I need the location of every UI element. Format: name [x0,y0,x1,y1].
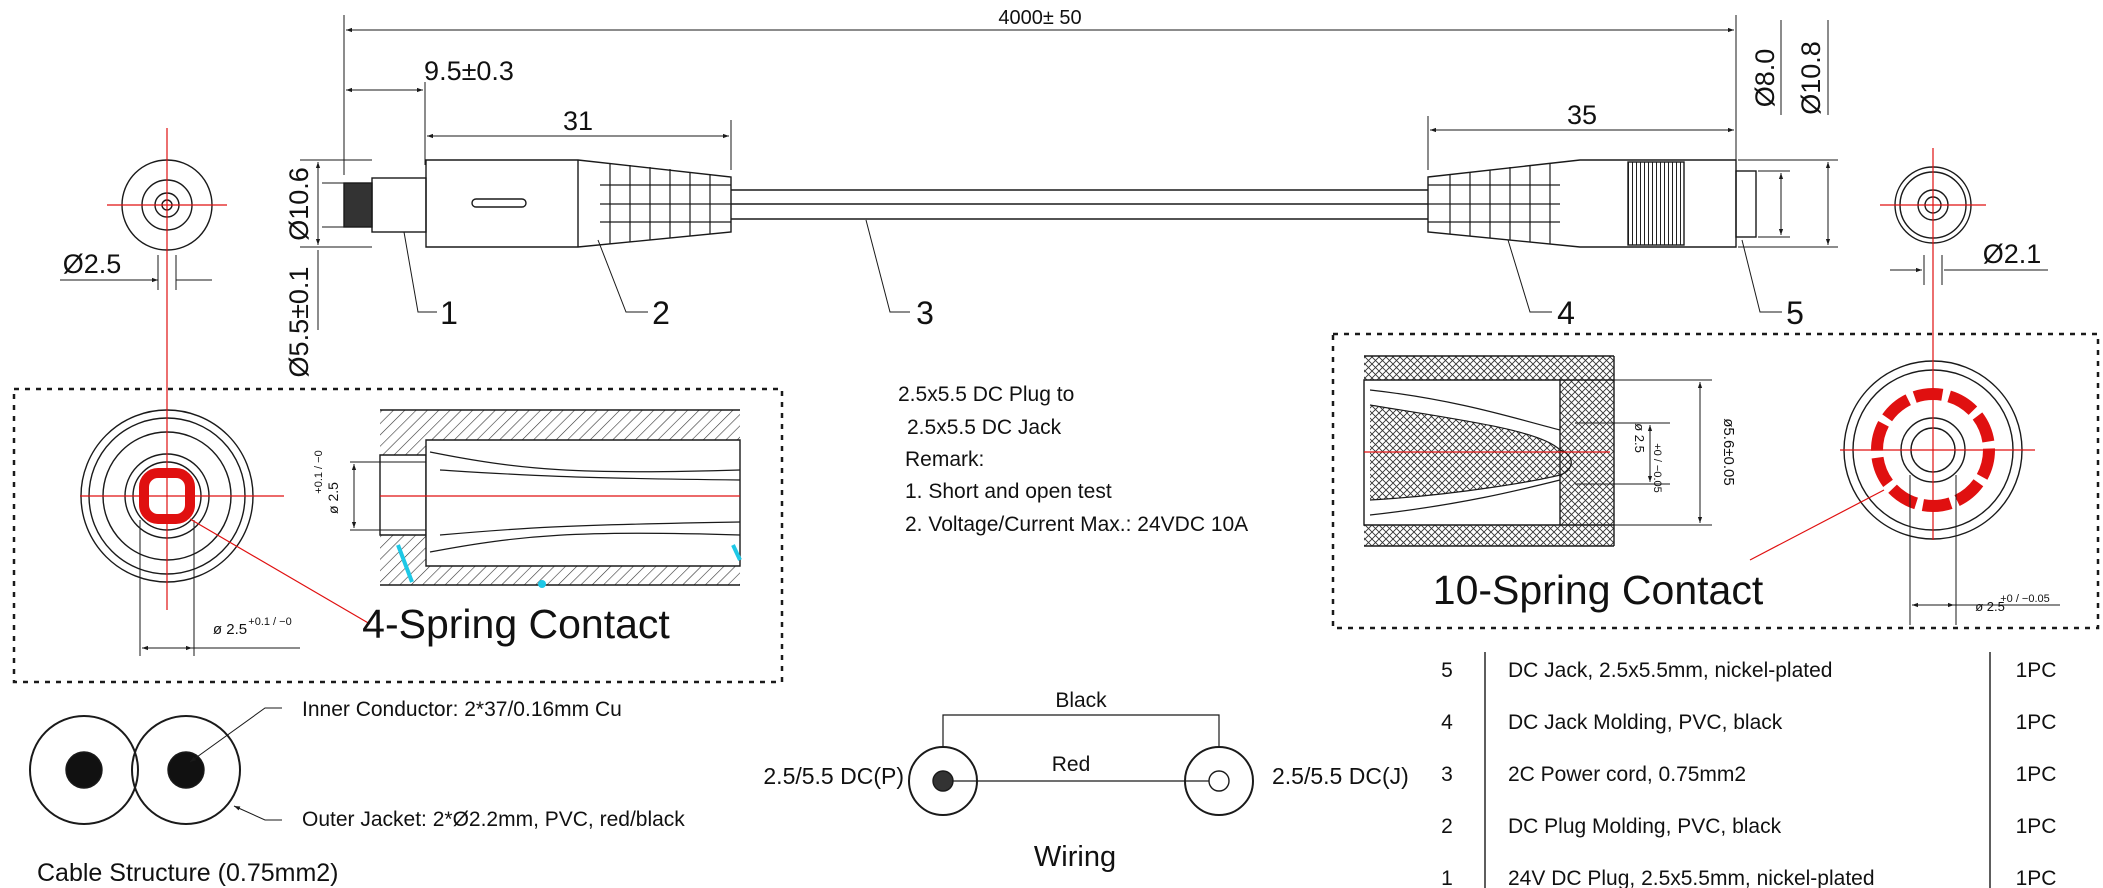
dim-jack-pin: Ø2.1 [1983,239,2042,269]
bom-row-number: 2 [1441,815,1453,838]
bom-row-number: 4 [1441,711,1453,734]
centerlines [80,128,2035,625]
note-line-5: 2. Voltage/Current Max.: 24VDC 10A [905,513,1248,536]
cable-inner-label: Inner Conductor: 2*37/0.16mm Cu [302,698,622,721]
dim-plug-barrel: Ø5.5±0.1 [284,267,314,378]
detail-left-dia-bottom: ø 2.5 [213,621,247,638]
callout-1: 1 [440,295,458,331]
bom-row-quantity: 1PC [2016,711,2057,734]
detail-left-dia-bottom-tol: +0.1 / −0 [248,616,291,628]
bom-row-number: 3 [1441,763,1453,786]
dim-plug-diameter: Ø10.6 [284,167,314,241]
dim-plug-tip-length: 9.5±0.3 [424,56,514,86]
detail-left-title: 4-Spring Contact [362,601,670,647]
bom-row-number: 5 [1441,659,1453,682]
note-line-2: 2.5x5.5 DC Jack [907,416,1062,439]
wiring-title: Wiring [1034,841,1116,873]
detail-right-dia-inner: ø 2.5 [1632,423,1647,453]
detail-left-dia-side: ø 2.5 [325,482,341,514]
cable-outer-label: Outer Jacket: 2*Ø2.2mm, PVC, red/black [302,808,685,831]
callout-3: 3 [916,295,934,331]
cable-title: Cable Structure (0.75mm2) [37,859,339,887]
bom-row-description: DC Jack, 2.5x5.5mm, nickel-plated [1508,659,1832,682]
bom-row-quantity: 1PC [2016,867,2057,888]
bom-row-description: 2C Power cord, 0.75mm2 [1508,763,1746,786]
wire-red-label: Red [1052,753,1091,776]
bom-row-description: DC Plug Molding, PVC, black [1508,815,1782,838]
bom-row-description: 24V DC Plug, 2.5x5.5mm, nickel-plated [1508,867,1875,888]
dim-plug-pin-hole: Ø2.5 [63,249,122,279]
detail-left-dia-side-tol: +0.1 / −0 [313,450,325,493]
wiring-right-end: 2.5/5.5 DC(J) [1272,763,1409,789]
bom-table [1484,652,1991,888]
note-line-1: 2.5x5.5 DC Plug to [898,383,1074,406]
wiring-left-end: 2.5/5.5 DC(P) [763,763,904,789]
cable-cross-section [29,707,282,825]
detail-right-dia-bottom-tol: +0 / −0.05 [2000,593,2050,605]
detail-right-dia-outer: ø5.6±0.05 [1720,418,1737,485]
callout-5: 5 [1786,295,1804,331]
bom-row-quantity: 1PC [2016,763,2057,786]
detail-right-title: 10-Spring Contact [1433,567,1764,613]
note-line-3: Remark: [905,448,984,471]
bom-row-quantity: 1PC [2016,659,2057,682]
callout-2: 2 [652,295,670,331]
dim-plug-molding-length: 31 [563,106,593,136]
dim-overall-length: 4000± 50 [998,7,1081,29]
labels: 4000± 50 9.5±0.3 31 35 Ø10.6 Ø5.5±0.1 Ø2… [37,7,2050,887]
detail-right-dia-bottom: ø 2.5 [1975,599,2005,614]
assembly-side-view [300,15,1838,330]
bom-row-description: DC Jack Molding, PVC, black [1508,711,1783,734]
dim-jack-inner: Ø8.0 [1750,49,1780,108]
wire-black-label: Black [1055,689,1107,712]
bom-row-number: 1 [1441,867,1453,888]
note-line-4: 1. Short and open test [905,480,1112,503]
dim-jack-molding-length: 35 [1567,100,1597,130]
wiring-diagram [908,714,1254,816]
bom-row-quantity: 1PC [2016,815,2057,838]
callout-4: 4 [1557,295,1575,331]
detail-4-spring [12,387,784,684]
dim-jack-outer: Ø10.8 [1796,41,1826,115]
detail-right-dia-inner-tol: +0 / −0.05 [1651,443,1663,493]
